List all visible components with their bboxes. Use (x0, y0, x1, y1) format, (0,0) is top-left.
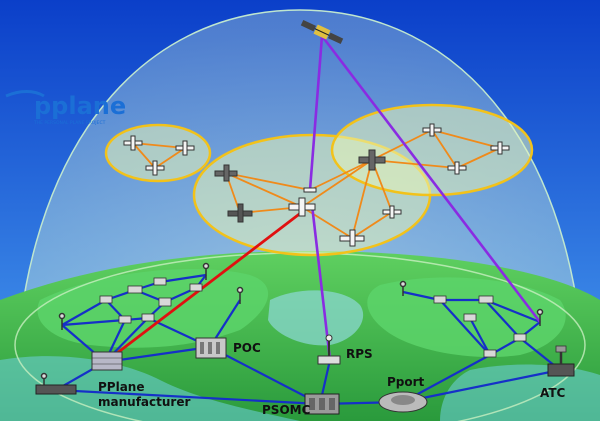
rps-label: RPS (346, 347, 373, 361)
aircraft-icon (288, 197, 316, 217)
vehicle-icon (189, 283, 203, 292)
aircraft-icon (175, 140, 195, 156)
building-icon (158, 297, 172, 307)
pplane-logo: pplane THE PERSONAL PLANE PROJECT (5, 90, 126, 126)
aircraft-icon (447, 161, 467, 175)
aircraft-icon (145, 160, 165, 176)
aircraft-group (123, 123, 510, 247)
manufacturer-link (107, 210, 303, 362)
antenna-icon (58, 312, 66, 330)
pport-label: Pport (387, 375, 425, 389)
aircraft-icon (227, 203, 253, 223)
aircraft-icon (490, 141, 510, 155)
air-cluster-right (330, 103, 534, 197)
vehicle-icon (153, 277, 167, 286)
manufacturer-label-line2: manufacturer (98, 395, 190, 409)
manufacturer-label-line1: PPlane (98, 380, 144, 394)
vehicle-icon (463, 313, 477, 322)
psomc-building-icon (304, 393, 340, 415)
vehicle-icon (141, 313, 155, 322)
vehicle-icon (483, 349, 497, 358)
aircraft-icon (303, 187, 317, 193)
poc-building-icon (195, 337, 227, 359)
logo-tagline: THE PERSONAL PLANE PROJECT (33, 120, 106, 126)
vehicle-icon (127, 285, 143, 294)
vehicle-icon (99, 295, 113, 304)
aircraft-icon (339, 229, 365, 247)
port-icon (378, 391, 428, 413)
atc-tower-icon (547, 345, 575, 377)
vehicle-icon (118, 315, 132, 324)
manufacturer-building-icon (91, 351, 123, 371)
aircraft-icon (358, 149, 386, 171)
antenna-icon (202, 262, 210, 280)
vehicle-icon (513, 333, 527, 342)
aircraft-icon (422, 123, 442, 137)
logo-wordmark: pplane (34, 92, 126, 120)
aircraft-icon (382, 205, 402, 219)
land-mass (37, 268, 269, 348)
water-body (268, 290, 364, 346)
antenna-icon (399, 280, 407, 296)
poc-label: POC (233, 341, 261, 355)
logo-swoosh-icon (5, 90, 45, 98)
atc-label: ATC (540, 386, 566, 400)
water-body (0, 356, 300, 421)
ground-nodes (35, 262, 575, 415)
rps-tower-icon (317, 334, 341, 365)
aircraft-icon (123, 135, 143, 151)
vehicle-icon (433, 295, 447, 304)
water-body (440, 364, 600, 421)
psomc-label: PSOMC (262, 403, 311, 417)
satellite-links (308, 35, 542, 361)
vehicle-icon (478, 295, 494, 304)
aircraft-icon (214, 164, 238, 182)
air-cluster-left (104, 123, 212, 183)
antenna-icon (236, 286, 244, 304)
satellite-icon (300, 19, 344, 45)
antenna-icon (536, 308, 544, 326)
hangar-icon (35, 384, 77, 395)
